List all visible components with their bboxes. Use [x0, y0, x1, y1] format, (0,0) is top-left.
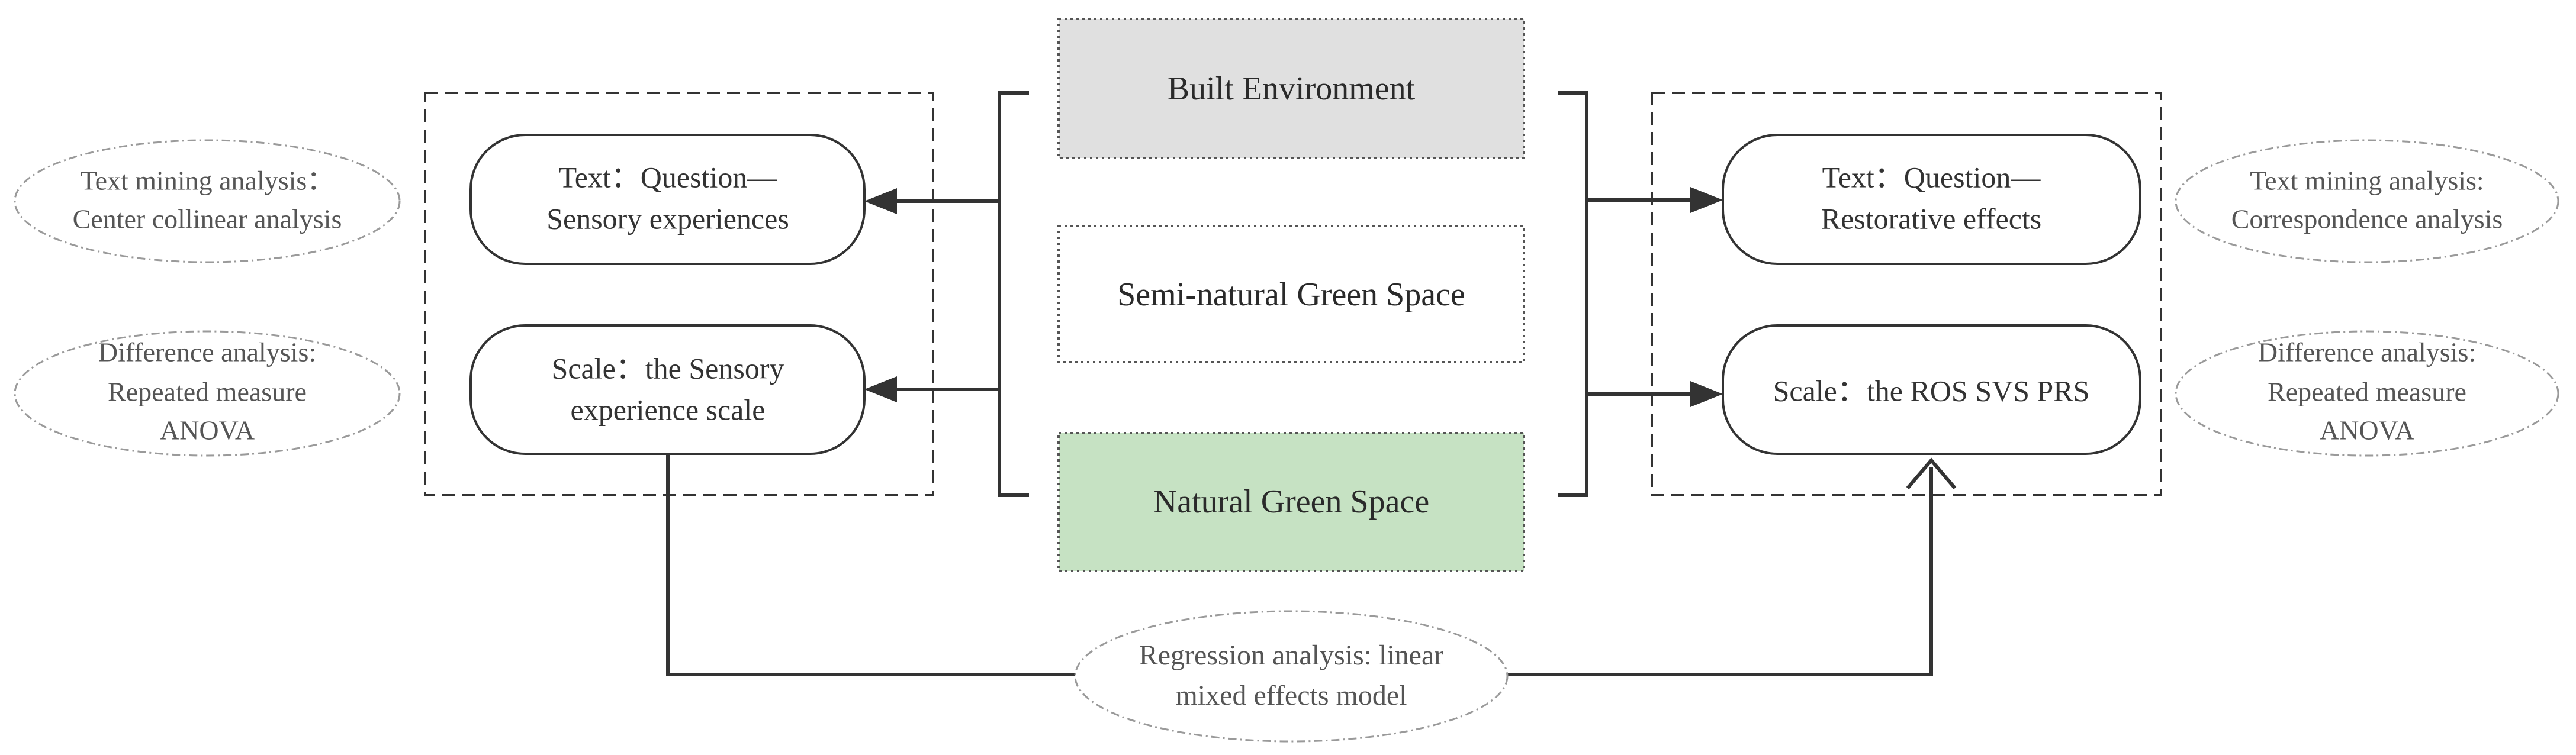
left-text-mining-label-line2: Center collinear analysis	[73, 204, 342, 234]
right-scale-label: Scale：the ROS SVS PRS	[1773, 374, 2090, 407]
left-text-question-label: Text：Question—	[559, 160, 778, 193]
right-bracket	[1558, 91, 1588, 497]
right-text-question-label: Text：Question—	[1822, 160, 2041, 193]
semi-natural-green-space-label: Semi-natural Green Space	[1117, 276, 1465, 313]
arrowhead-left-text-box	[864, 188, 897, 214]
right-difference-label-line2: Repeated measure	[2268, 377, 2466, 407]
left-scale-label-line2: experience scale	[571, 393, 766, 426]
arrowhead-left-scale-box	[864, 376, 897, 402]
left-difference-label: Difference analysis:	[98, 337, 316, 367]
right-difference-label: Difference analysis:	[2258, 337, 2476, 367]
semi-natural-green-space-box	[1057, 225, 1525, 363]
left-bracket	[998, 91, 1029, 497]
right-text-mining-label-line2: Correspondence analysis	[2231, 204, 2503, 234]
natural-green-space-label: Natural Green Space	[1153, 483, 1429, 520]
arrowhead-right-scale-box	[1690, 381, 1723, 407]
right-text-question-box	[1722, 134, 2141, 265]
built-environment-box	[1057, 18, 1525, 159]
regression-label: Regression analysis: linear	[1139, 640, 1444, 671]
regression-oval	[1074, 610, 1509, 743]
left-text-mining-label: Text mining analysis：	[81, 166, 335, 196]
left-scale-label: Scale：the Sensory	[552, 351, 784, 385]
left-dashed-group	[424, 92, 934, 496]
left-difference-label-line2: Repeated measure	[108, 377, 307, 407]
right-difference-label-line3: ANOVA	[2320, 415, 2414, 446]
natural-green-space-box	[1057, 432, 1525, 572]
right-text-question-label-line2: Restorative effects	[1821, 202, 2042, 235]
right-text-mining-oval	[2175, 139, 2559, 263]
right-text-mining-label: Text mining analysis:	[2250, 166, 2484, 196]
left-difference-label-line3: ANOVA	[160, 415, 255, 446]
right-difference-oval	[2175, 330, 2559, 457]
right-dashed-group	[1651, 92, 2162, 496]
left-difference-oval	[14, 330, 401, 457]
left-text-question-label-line2: Sensory experiences	[546, 202, 789, 235]
regression-label-line2: mixed effects model	[1176, 680, 1407, 711]
left-text-mining-oval	[14, 139, 401, 263]
arrowhead-right-text-box	[1690, 187, 1723, 213]
built-environment-label: Built Environment	[1168, 70, 1416, 107]
left-text-question-box	[469, 134, 866, 265]
left-scale-box	[469, 324, 866, 455]
right-scale-box	[1722, 324, 2141, 455]
regression-arrowhead	[1906, 457, 1957, 489]
